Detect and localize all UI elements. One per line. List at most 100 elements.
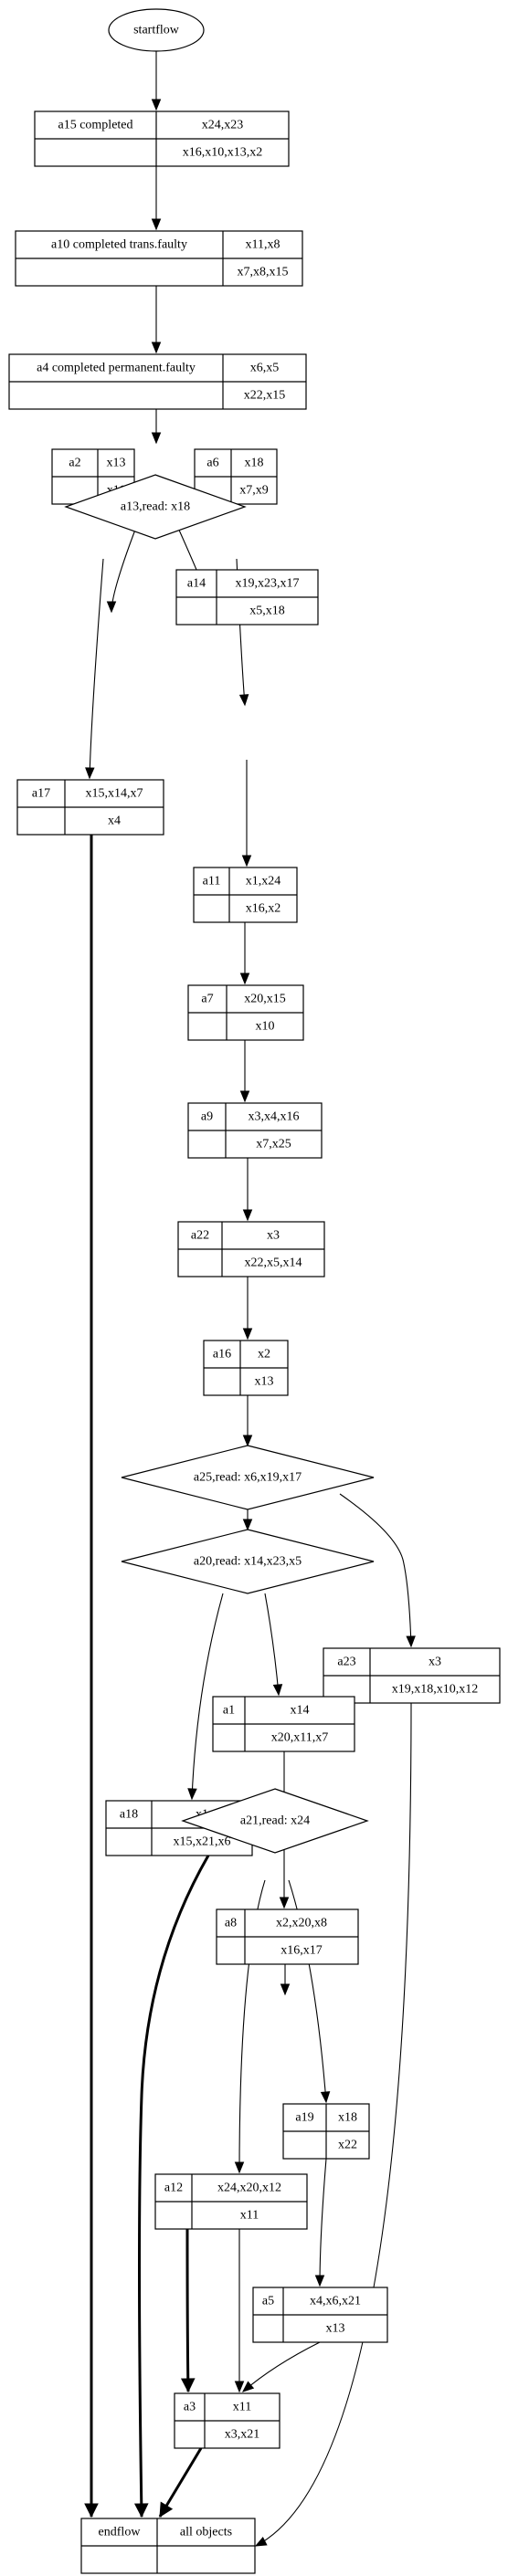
edge-arrowhead [151,218,162,231]
block-label: a16 [213,1348,231,1362]
block-bottom-value: x16,x17 [280,1944,323,1958]
block-label: a14 [187,577,206,591]
decision-a13: a13,read: x18 [64,474,247,540]
edge-arrowhead [238,694,249,707]
decision-a25: a25,read: x6,x19,x17 [121,1445,375,1510]
block-bottom-value: x10 [256,1020,275,1034]
block-top-value: x1,x24 [246,875,281,888]
edge-arrowhead [239,973,250,985]
decision-diamond [121,1445,375,1510]
edge-arrowhead [85,767,95,780]
edge-line [288,1879,327,2103]
block-bottom-value: x4 [108,815,121,828]
block-label: a9 [201,1110,213,1124]
edge-arrowhead [241,2381,255,2392]
block-label: a3 [184,2401,196,2414]
decision-diamond [181,1788,369,1854]
decision-label: a21,read: x24 [240,1814,310,1828]
edge-arrowhead [234,2381,245,2393]
end-value: all objects [180,2526,232,2539]
block-top-value: x14 [291,1704,310,1718]
start-ellipse [108,8,205,52]
block-a5: a5 x4,x6,x21 x13 [252,2287,388,2343]
block-a9: a9 x3,x4,x16 x7,x25 [187,1102,323,1159]
edge-arrowhead [314,2275,325,2287]
block-label: a12 [164,2182,183,2195]
block-top-value: x11 [233,2401,251,2414]
block-top-value: x18 [338,2111,357,2125]
edge-arrowhead [279,1897,290,1909]
decision-diamond [121,1529,375,1594]
block-top-value: x13 [107,457,126,470]
block-bottom-value: x13 [326,2322,345,2336]
block-label: a4 completed permanent.faulty [37,362,196,375]
edge-line [158,2447,203,2518]
block-bottom-value: x22,x5,x14 [245,1256,302,1270]
block-label: a18 [120,1808,138,1822]
decision-a20: a20,read: x14,x23,x5 [121,1529,375,1594]
block-bottom-value: x11 [240,2209,259,2223]
block-top-value: x18 [245,457,264,470]
block-label: a15 completed [58,119,132,132]
edge-arrowhead [406,1635,416,1648]
block-label: a11 [203,875,221,888]
decision-a21: a21,read: x24 [181,1788,369,1854]
decision-label: a25,read: x6,x19,x17 [194,1471,302,1485]
block-label: a22 [191,1229,209,1243]
block-bottom-value: x19,x18,x10,x12 [392,1683,479,1697]
edge-arrowhead [239,1090,250,1103]
start-node: startflow [108,8,205,52]
block-label: a23 [337,1656,355,1669]
block-bottom-value: x16,x2 [246,902,281,916]
block-a8: a8 x2,x20,x8 x16,x17 [216,1908,359,1965]
block-top-value: x3 [429,1656,441,1669]
block-label: a5 [262,2295,274,2308]
edge-line [339,1493,412,1647]
edge-arrowhead [187,1788,197,1801]
edge-arrowhead [272,1684,283,1697]
block-bottom-value: x7,x9 [239,484,269,498]
block-top-value: x6,x5 [250,362,280,375]
edge-arrowhead [159,2501,174,2518]
block-bottom-value: x22 [338,2139,357,2152]
edge-arrowhead [242,1519,253,1531]
block-label: a8 [225,1917,237,1930]
flow-edges [84,51,416,2547]
block-top-value: x24,x23 [202,119,244,132]
block-top-value: x4,x6,x21 [310,2295,361,2308]
edge-arrowhead [254,2537,268,2547]
block-top-value: x3,x4,x16 [249,1110,300,1124]
edge-line [264,1593,280,1696]
edge-arrowhead [151,99,162,111]
block-bottom-value: x20,x11,x7 [271,1731,328,1745]
edge-arrowhead [106,601,117,614]
edge-arrowhead [242,1435,253,1447]
decision-label: a13,read: x18 [121,500,190,514]
edge-arrowhead [180,2378,196,2393]
edge-arrowhead [242,1209,253,1222]
edge-arrowhead [151,342,162,354]
start-label: startflow [133,24,180,37]
block-top-value: x2,x20,x8 [276,1917,327,1930]
edge-line [191,1593,224,1800]
block-bottom-value: x7,x25 [256,1138,291,1151]
block-top-value: x2 [258,1348,270,1362]
block-top-value: x24,x20,x12 [217,2182,281,2195]
edge-line [89,558,104,779]
block-label: a17 [32,787,50,801]
edge-arrowhead [242,1328,253,1341]
block-label: a2 [69,457,80,470]
edge-line [319,2158,327,2287]
edge-arrowhead [234,2161,245,2174]
edge-arrowhead [84,2503,99,2518]
block-top-value: x15,x14,x7 [86,787,143,801]
